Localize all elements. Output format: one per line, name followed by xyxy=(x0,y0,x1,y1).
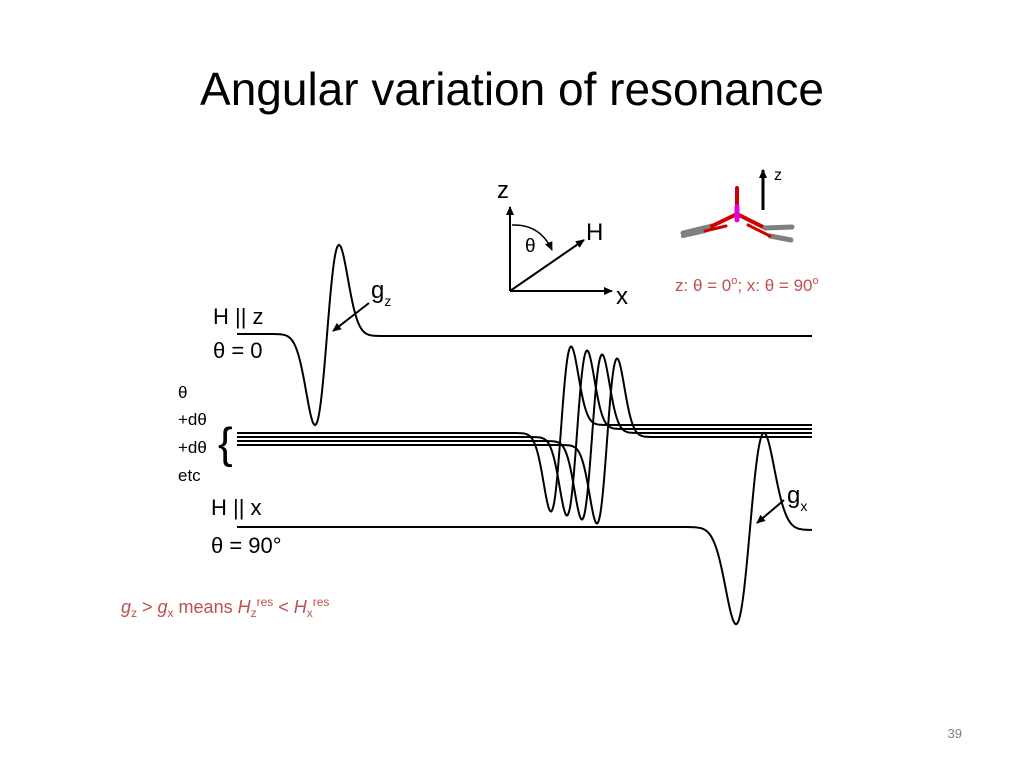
slide-title: Angular variation of resonance xyxy=(200,63,824,115)
h-label: H xyxy=(586,219,603,246)
trace-intermediate-1 xyxy=(237,345,812,513)
bottom-trace-angle: θ = 90° xyxy=(211,533,282,558)
gx-label: gx xyxy=(787,482,807,514)
g-comparison-note: gz > gx means Hzres < Hxres xyxy=(121,595,329,620)
molecule-model xyxy=(680,186,795,243)
middle-label-dtheta-2: +dθ xyxy=(178,438,207,457)
gz-label: gz xyxy=(371,277,391,309)
top-trace-angle: θ = 0 xyxy=(213,338,263,363)
trace-intermediate-3 xyxy=(237,353,812,521)
x-axis-label: x xyxy=(616,283,628,310)
middle-label-dtheta-1: +dθ xyxy=(178,410,207,429)
h-vector xyxy=(509,239,585,292)
z-axis-label: z xyxy=(497,177,509,204)
trace-h-parallel-x xyxy=(237,431,813,626)
molecule-caption: z: θ = 0o; x: θ = 90o xyxy=(675,275,819,295)
middle-brace: { xyxy=(218,419,233,468)
gz-arrow xyxy=(332,302,370,332)
theta-arc xyxy=(511,224,553,251)
gx-arrow xyxy=(756,499,785,524)
middle-label-etc: etc xyxy=(178,466,201,485)
trace-intermediate-2 xyxy=(237,349,812,517)
spectra xyxy=(237,243,813,626)
molecule-inset: z z: θ = 0o; x: θ = 90o xyxy=(675,167,819,295)
trace-intermediate-4 xyxy=(237,357,812,525)
axes-inset: z x H θ xyxy=(497,177,628,310)
top-trace-label: H || z xyxy=(213,304,264,329)
bottom-trace-label: H || x xyxy=(211,495,262,520)
middle-label-theta: θ xyxy=(178,383,187,402)
molecule-z-label: z xyxy=(774,167,782,184)
slide-number: 39 xyxy=(947,726,962,741)
trace-h-parallel-z xyxy=(237,243,812,427)
theta-label: θ xyxy=(525,236,536,257)
